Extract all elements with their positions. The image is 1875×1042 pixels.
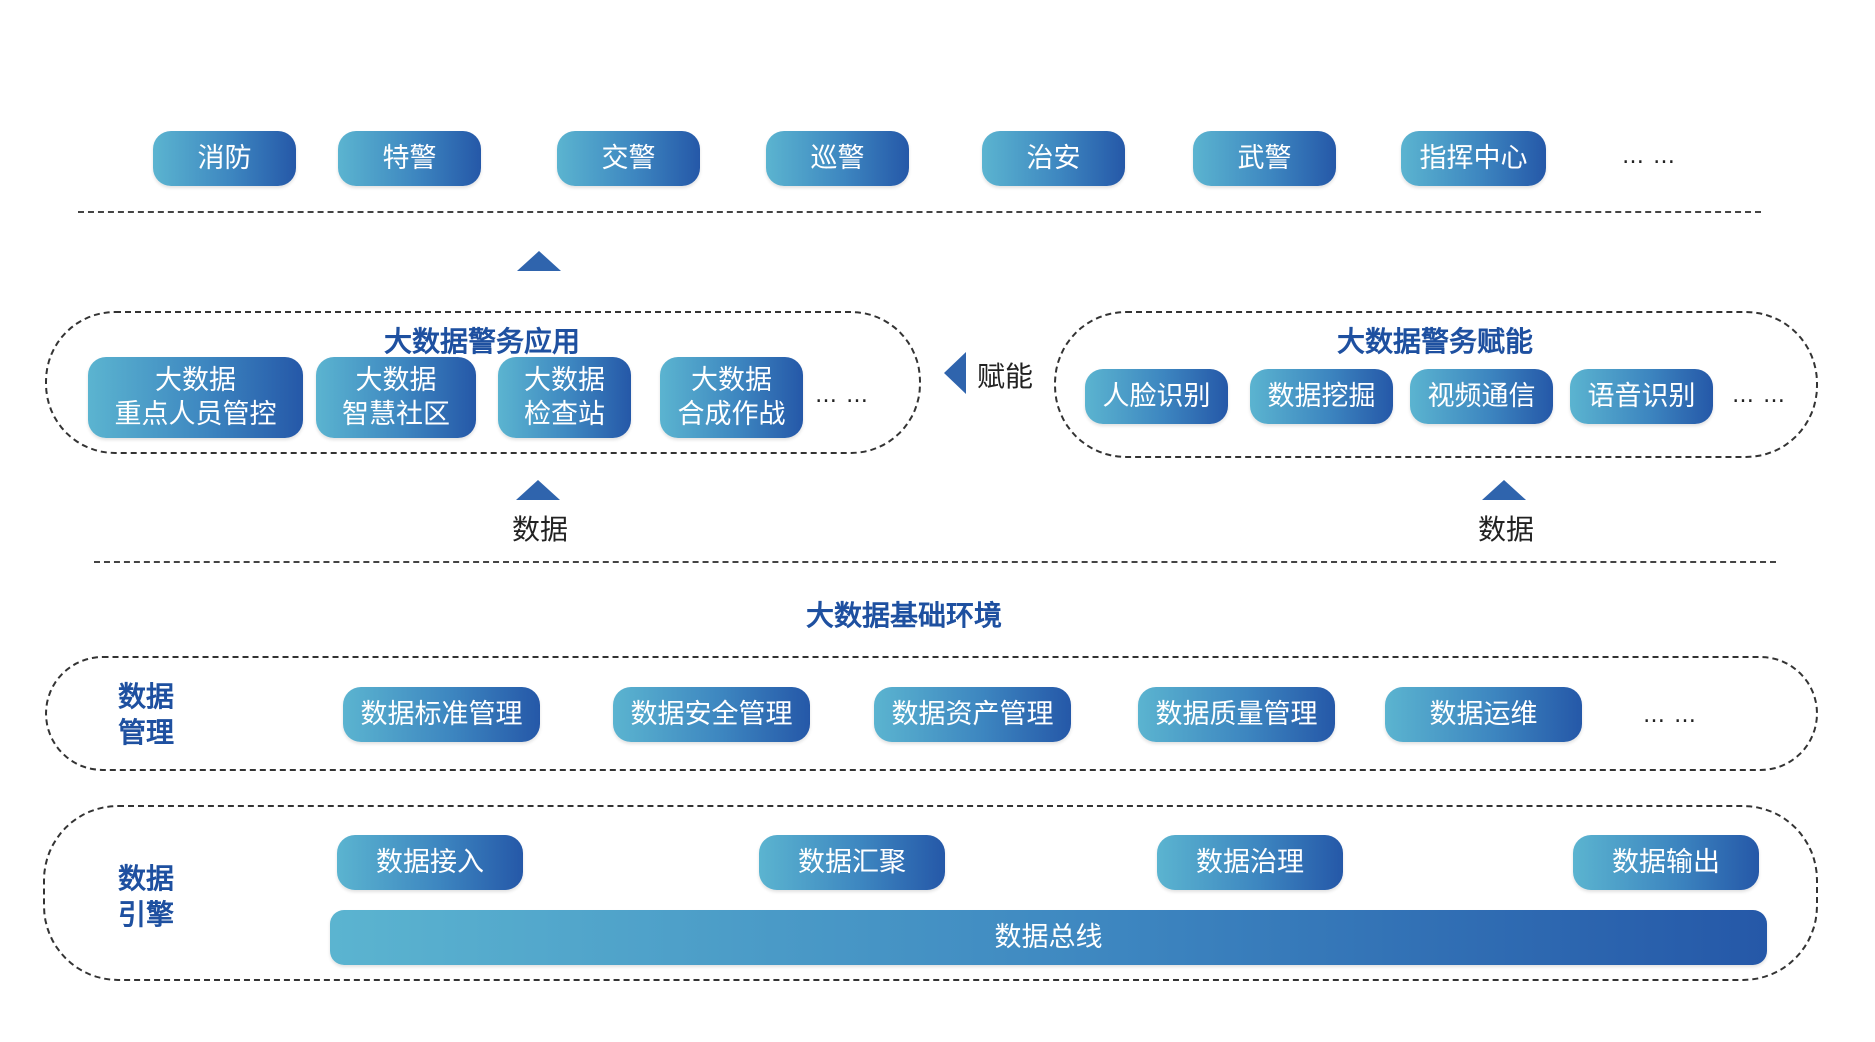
unit-traffic[interactable]: 交警 <box>557 131 700 186</box>
empower-title: 大数据警务赋能 <box>1337 325 1534 358</box>
mgmt-security[interactable]: 数据安全管理 <box>613 687 810 742</box>
data-bus[interactable]: 数据总线 <box>330 910 1767 965</box>
app-smart-community[interactable]: 大数据 智慧社区 <box>316 357 476 438</box>
unit-label: 交警 <box>601 142 656 174</box>
capability-label: 数据挖掘 <box>1267 380 1376 412</box>
mgmt-label: 数据安全管理 <box>630 698 793 730</box>
data-management-panel <box>45 656 1818 771</box>
data-bus-label: 数据总线 <box>994 921 1103 953</box>
divider-top <box>78 211 1761 213</box>
data-engine-panel <box>43 805 1818 981</box>
capability-face-recognition[interactable]: 人脸识别 <box>1085 369 1228 424</box>
title-line: 管理 <box>118 716 175 749</box>
app-line1: 大数据 <box>155 364 236 396</box>
mgmt-label: 数据资产管理 <box>891 698 1054 730</box>
app-line2: 智慧社区 <box>342 398 450 430</box>
title-line: 数据 <box>118 862 175 895</box>
data-label-right: 数据 <box>1478 513 1535 546</box>
applications-panel <box>45 311 921 454</box>
app-key-personnel[interactable]: 大数据 重点人员管控 <box>88 357 303 438</box>
unit-label: 巡警 <box>810 142 865 174</box>
empower-label: 赋能 <box>977 360 1034 393</box>
mgmt-operations[interactable]: 数据运维 <box>1385 687 1582 742</box>
left-arrow-icon <box>944 352 966 394</box>
unit-label: 治安 <box>1026 142 1081 174</box>
unit-patrol[interactable]: 巡警 <box>766 131 909 186</box>
unit-swat[interactable]: 特警 <box>338 131 481 186</box>
mgmt-label: 数据质量管理 <box>1155 698 1318 730</box>
top-units-ellipsis: … … <box>1622 144 1676 169</box>
unit-label: 指挥中心 <box>1419 142 1528 174</box>
mgmt-label: 数据运维 <box>1429 698 1538 730</box>
mgmt-quality[interactable]: 数据质量管理 <box>1138 687 1335 742</box>
up-arrow-icon <box>517 251 561 271</box>
applications-ellipsis: … … <box>815 383 869 408</box>
engine-governance[interactable]: 数据治理 <box>1157 835 1343 890</box>
capability-label: 视频通信 <box>1427 380 1536 412</box>
unit-label: 特警 <box>382 142 437 174</box>
capability-label: 语音识别 <box>1587 380 1696 412</box>
app-line2: 合成作战 <box>677 398 786 430</box>
unit-label: 消防 <box>197 142 252 174</box>
data-label-left: 数据 <box>512 513 569 546</box>
up-arrow-icon <box>516 480 560 500</box>
engine-label: 数据输出 <box>1612 846 1720 878</box>
divider-middle <box>94 561 1776 563</box>
empower-panel <box>1054 311 1818 458</box>
engine-label: 数据接入 <box>376 846 484 878</box>
empower-ellipsis: … … <box>1732 383 1786 408</box>
title-line: 引擎 <box>118 898 175 931</box>
app-line2: 重点人员管控 <box>114 398 277 430</box>
data-management-title: 数据 管理 <box>118 679 174 751</box>
mgmt-label: 数据标准管理 <box>360 698 523 730</box>
app-line1: 大数据 <box>691 364 772 396</box>
capability-label: 人脸识别 <box>1102 380 1211 412</box>
applications-title: 大数据警务应用 <box>384 325 581 358</box>
mgmt-assets[interactable]: 数据资产管理 <box>874 687 1071 742</box>
engine-aggregate[interactable]: 数据汇聚 <box>759 835 945 890</box>
unit-fire[interactable]: 消防 <box>153 131 296 186</box>
app-line1: 大数据 <box>524 364 605 396</box>
title-line: 数据 <box>118 680 175 713</box>
engine-ingest[interactable]: 数据接入 <box>337 835 523 890</box>
unit-command-center[interactable]: 指挥中心 <box>1401 131 1546 186</box>
capability-data-mining[interactable]: 数据挖掘 <box>1250 369 1393 424</box>
app-checkpoint[interactable]: 大数据 检查站 <box>498 357 631 438</box>
engine-label: 数据治理 <box>1196 846 1304 878</box>
engine-output[interactable]: 数据输出 <box>1573 835 1759 890</box>
unit-armed-police[interactable]: 武警 <box>1193 131 1336 186</box>
app-joint-operations[interactable]: 大数据 合成作战 <box>660 357 803 438</box>
unit-label: 武警 <box>1237 142 1292 174</box>
app-line1: 大数据 <box>355 364 437 396</box>
engine-label: 数据汇聚 <box>798 846 906 878</box>
data-management-ellipsis: … … <box>1643 703 1697 728</box>
up-arrow-icon <box>1482 480 1526 500</box>
capability-video-communication[interactable]: 视频通信 <box>1410 369 1553 424</box>
unit-public-security[interactable]: 治安 <box>982 131 1125 186</box>
app-line2: 检查站 <box>524 398 605 430</box>
mgmt-standards[interactable]: 数据标准管理 <box>343 687 540 742</box>
foundation-title: 大数据基础环境 <box>806 599 1003 632</box>
data-engine-title: 数据 引擎 <box>118 861 174 933</box>
capability-speech-recognition[interactable]: 语音识别 <box>1570 369 1713 424</box>
